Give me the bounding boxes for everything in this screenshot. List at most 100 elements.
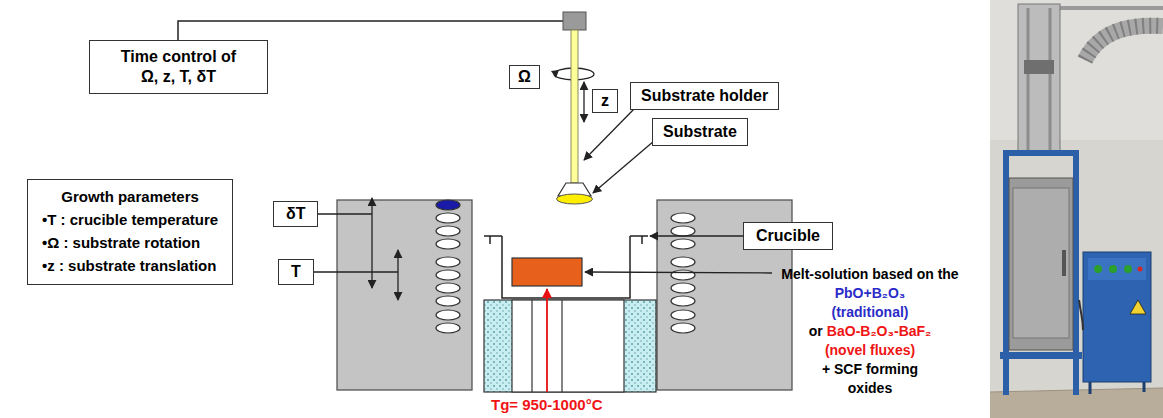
box-text: Substrate	[663, 122, 737, 142]
heater-coil	[436, 257, 460, 267]
setup-photo	[1049, 8, 1052, 150]
setup-photo	[1109, 265, 1117, 273]
heater-coil	[671, 323, 695, 333]
furnace-wall	[337, 200, 472, 390]
heater-coil	[671, 213, 695, 223]
control-box: Time control of Ω, z, T, δT	[89, 40, 268, 94]
box-text: Time control of Ω, z, T, δT	[116, 47, 241, 87]
box-heading: Growth parameters	[42, 185, 218, 208]
setup-photo	[1018, 4, 1060, 154]
crucible-pedestal	[484, 300, 656, 392]
heater-coil	[671, 310, 695, 320]
setup-photo	[1045, 6, 1163, 10]
setup-photo	[1124, 265, 1132, 273]
box-text: Ω	[518, 67, 531, 87]
text-line: PbO+B₂O₃	[765, 284, 975, 303]
temperature-arrow	[546, 289, 548, 392]
heater-coil	[436, 283, 460, 293]
box-text: •z : substrate translation	[42, 254, 218, 277]
melt-note: Melt-solution based on the	[781, 266, 958, 282]
melt-description: Melt-solution based on thePbO+B₂O₃ (tradi…	[765, 265, 975, 398]
leader-line	[593, 141, 654, 193]
setup-photo	[990, 0, 1163, 418]
setup-photo	[1085, 26, 1163, 60]
crucible-pedestal	[531, 300, 532, 392]
crucible-vessel	[489, 236, 491, 244]
box-text: Substrate holder	[641, 86, 768, 106]
melt-note: + SCF forming oxides	[822, 361, 918, 396]
text-line: (novel fluxes)	[765, 341, 975, 360]
setup-photo	[1130, 300, 1146, 314]
setup-photo	[1027, 8, 1030, 150]
setup-photo	[1009, 178, 1073, 350]
flux-formula: PbO+B₂O₃	[835, 285, 906, 301]
rotation-symbol	[551, 70, 559, 78]
text-line: + SCF forming oxides	[810, 360, 930, 398]
setup-photo	[1138, 267, 1143, 272]
setup-photo	[1079, 300, 1083, 330]
setup-photo	[1003, 150, 1079, 156]
crucible-vessel	[630, 235, 648, 237]
temperature-bracket	[300, 271, 398, 272]
heater-coil	[436, 296, 460, 306]
temperature-bracket	[371, 198, 372, 288]
heater-coil	[671, 226, 695, 236]
leader-line	[584, 107, 636, 160]
text-line: (traditional)	[765, 303, 975, 322]
heater-coil	[671, 257, 695, 267]
box-text: δT	[286, 204, 305, 224]
crucible-vessel	[484, 235, 502, 237]
temperature-bracket	[397, 250, 398, 300]
setup-photo	[1000, 352, 1082, 359]
heater-coil	[671, 283, 695, 293]
parameter-box: δT	[273, 201, 318, 227]
substrate-rod	[563, 12, 586, 30]
heater-coil	[671, 239, 695, 249]
heater-coil	[436, 310, 460, 320]
parameter-box: T	[278, 259, 314, 285]
setup-photo	[990, 0, 1163, 418]
setup-photo	[1083, 252, 1151, 382]
crucible-vessel	[502, 236, 630, 298]
substrate-rod	[557, 12, 593, 204]
flux-note: (novel fluxes)	[825, 342, 915, 358]
temperature-label: Tg= 950-1000°C	[491, 396, 602, 414]
heater-coil	[436, 200, 460, 210]
text-line: orBaO-B₂O₃-BaF₂	[765, 322, 975, 341]
box-text: T	[291, 262, 301, 282]
part-label-box: Crucible	[743, 222, 833, 250]
text-line: Melt-solution based on the	[765, 265, 975, 284]
setup-photo	[1088, 258, 1146, 280]
setup-photo	[1089, 382, 1092, 394]
heater-coil	[436, 239, 460, 249]
crucible-pedestal	[512, 300, 624, 392]
melt-note: or	[809, 323, 823, 339]
flux-formula: BaO-B₂O₃-BaF₂	[827, 323, 931, 339]
heater-coil	[436, 323, 460, 333]
flux-note: (traditional)	[832, 304, 909, 320]
translation-arrow	[583, 82, 584, 122]
substrate-rod	[557, 194, 593, 204]
setup-photo	[990, 0, 1163, 140]
setup-photo	[1024, 60, 1054, 74]
box-text: •Ω : substrate rotation	[42, 231, 218, 254]
setup-photo	[1013, 188, 1069, 338]
setup-photo	[1094, 265, 1102, 273]
part-label-box: Substrate	[652, 118, 748, 146]
box-text: Crucible	[756, 226, 820, 246]
crucible-pedestal	[561, 300, 562, 392]
part-label-box: Substrate holder	[630, 82, 779, 110]
heater-coil	[671, 296, 695, 306]
crucible-pedestal	[484, 300, 656, 392]
substrate-rod	[571, 30, 578, 183]
crucible-vessel	[484, 236, 648, 298]
heater-coil	[436, 213, 460, 223]
leader-line	[650, 235, 745, 236]
setup-photo	[1062, 250, 1066, 276]
melt-solution	[512, 258, 582, 286]
heater-coil	[436, 226, 460, 236]
heater-coil	[436, 270, 460, 280]
box-text: •T : crucible temperature	[42, 208, 218, 231]
box-text: z	[601, 91, 609, 111]
